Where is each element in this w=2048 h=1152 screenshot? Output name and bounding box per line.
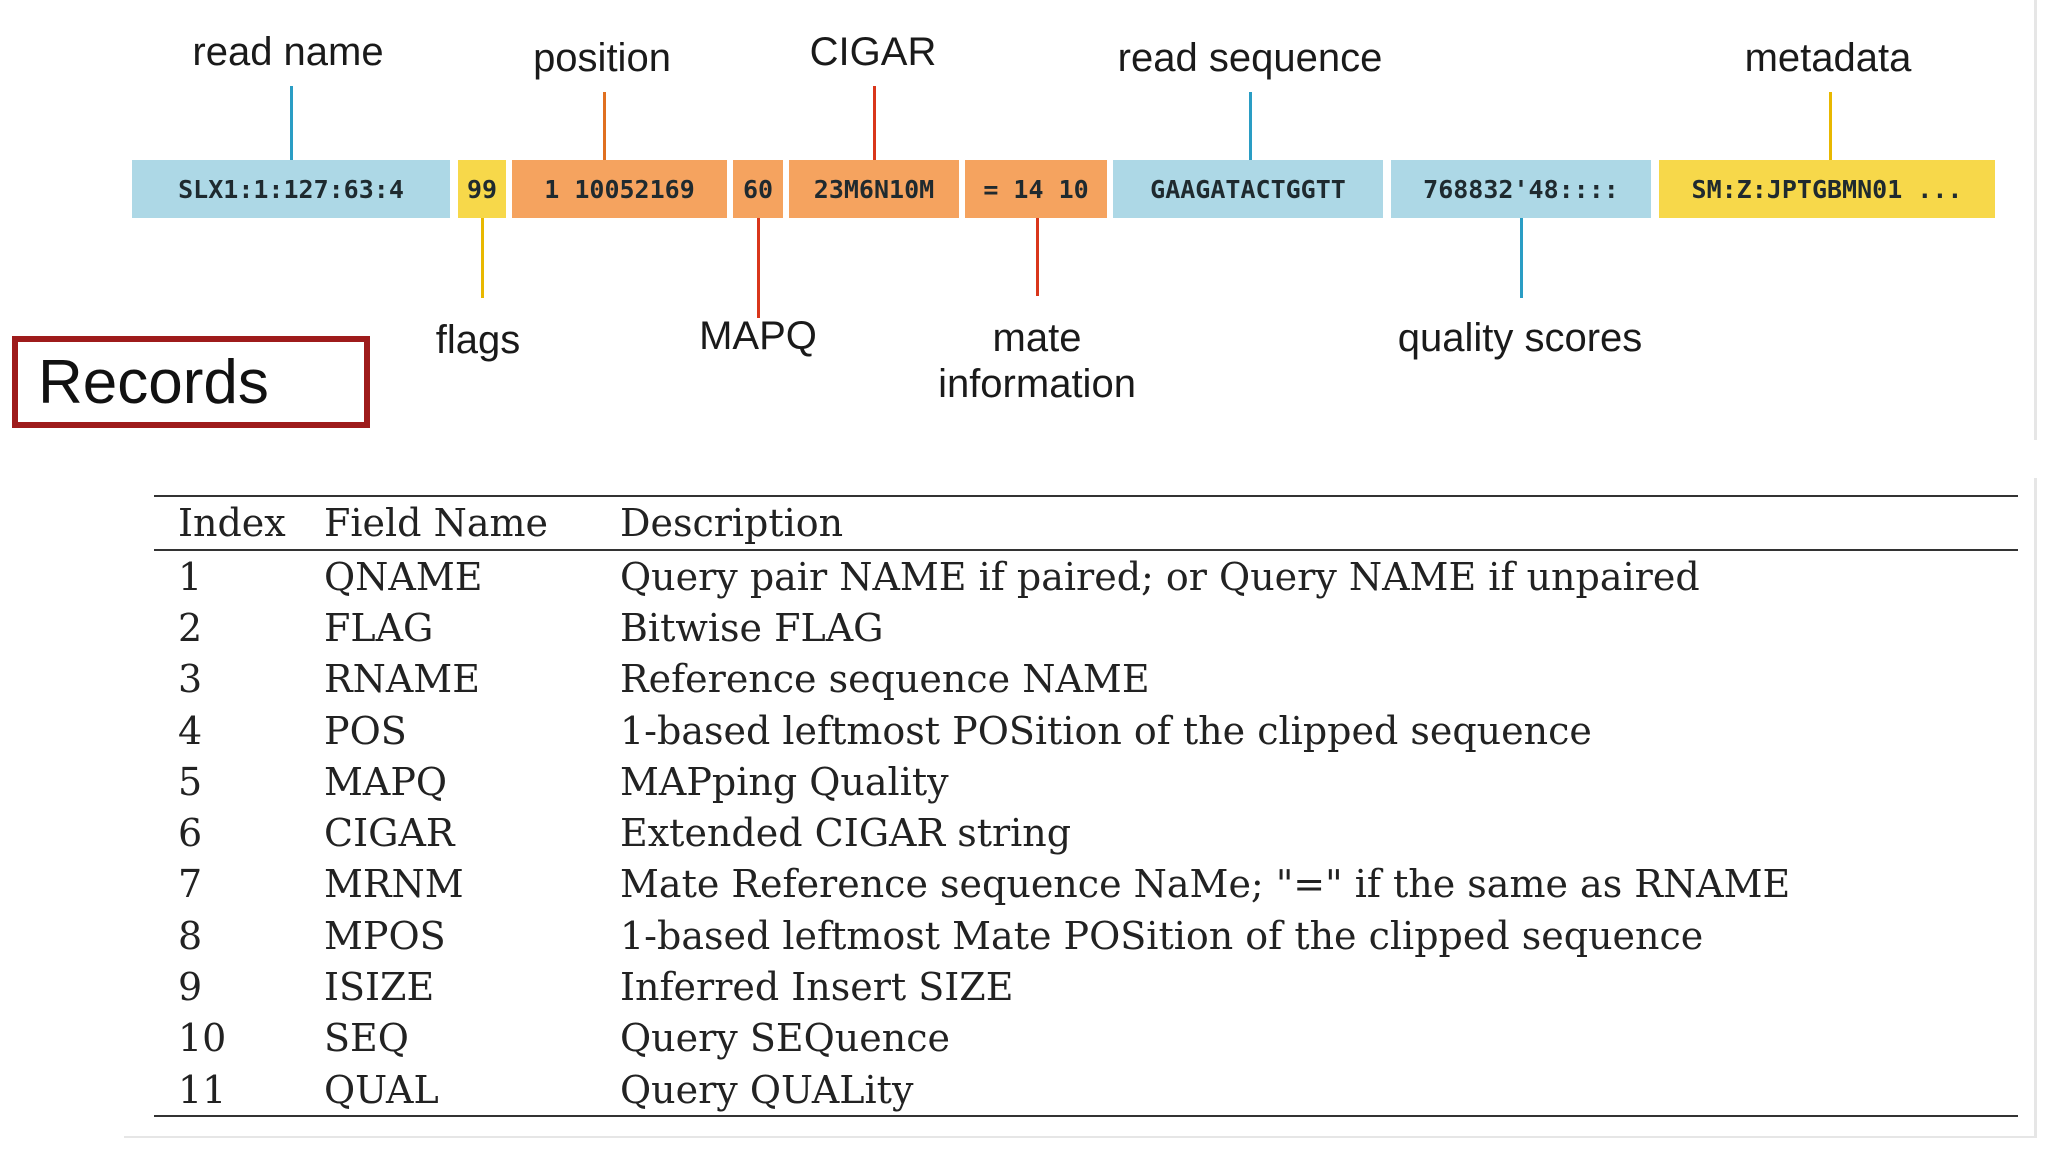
mate-label-line1: mate	[992, 316, 1082, 360]
flags-field: 99	[458, 160, 506, 218]
metadata-label: metadata	[1744, 36, 1912, 80]
table-row: 3 RNAME Reference sequence NAME	[154, 654, 2018, 705]
row-index: 1	[178, 554, 203, 599]
position-leader	[603, 92, 606, 160]
records-title: Records	[12, 336, 370, 428]
table-header-rule	[154, 549, 2018, 551]
right-frame-edge	[2034, 0, 2037, 440]
row-index: 3	[178, 657, 203, 702]
mate-field: = 14 10	[965, 160, 1107, 218]
row-field-name: RNAME	[324, 657, 480, 702]
row-description: Query QUALity	[620, 1067, 914, 1112]
table-row: 9 ISIZE Inferred Insert SIZE	[154, 961, 2018, 1012]
row-field-name: POS	[324, 708, 407, 753]
mapq-field: 60	[733, 160, 783, 218]
flags-leader	[481, 218, 484, 298]
row-index: 9	[178, 965, 203, 1010]
table-row: 4 POS 1-based leftmost POSition of the cli…	[154, 705, 2018, 756]
row-description: 1-based leftmost Mate POSition of the cl…	[620, 913, 1704, 958]
quality-field: 768832'48::::	[1391, 160, 1651, 218]
quality-scores-label: quality scores	[1397, 316, 1643, 360]
row-index: 11	[178, 1067, 227, 1112]
metadata-field: SM:Z:JPTGBMN01 ...	[1659, 160, 1995, 218]
row-field-name: MRNM	[324, 862, 464, 907]
row-field-name: QUAL	[324, 1067, 439, 1112]
row-index: 6	[178, 811, 203, 856]
read-sequence-field: GAAGATACTGGTT	[1113, 160, 1383, 218]
position-label: position	[533, 36, 671, 80]
row-index: 5	[178, 759, 203, 804]
header-index: Index	[178, 501, 286, 545]
table-row: 2 FLAG Bitwise FLAG	[154, 602, 2018, 653]
row-index: 8	[178, 913, 203, 958]
row-field-name: FLAG	[324, 605, 434, 650]
sam-record-diagram: read name position CIGAR read sequence m…	[0, 0, 2048, 450]
row-description: Mate Reference sequence NaMe; "=" if the…	[620, 862, 1791, 907]
row-field-name: SEQ	[324, 1016, 409, 1061]
row-description: Query SEQuence	[620, 1016, 950, 1061]
table-header-row: Index Field Name Description	[154, 497, 2018, 549]
position-field: 1 10052169	[512, 160, 727, 218]
header-description: Description	[620, 501, 844, 545]
row-description: Inferred Insert SIZE	[620, 965, 1014, 1010]
cigar-label: CIGAR	[809, 30, 937, 74]
row-index: 4	[178, 708, 203, 753]
table-row: 1 QNAME Query pair NAME if paired; or Quer…	[154, 551, 2018, 602]
table-row: 6 CIGAR Extended CIGAR string	[154, 807, 2018, 858]
mate-label-line2: information	[938, 362, 1136, 406]
mapq-label: MAPQ	[699, 314, 817, 358]
right-frame-edge-lower	[2034, 478, 2037, 1138]
table-row: 11 QUAL Query QUALity	[154, 1064, 2018, 1115]
table-row: 10 SEQ Query SEQuence	[154, 1013, 2018, 1064]
row-description: Reference sequence NAME	[620, 657, 1150, 702]
row-description: 1-based leftmost POSition of the clipped…	[620, 708, 1592, 753]
read-name-label: read name	[192, 30, 384, 74]
table-top-rule	[154, 495, 2018, 497]
row-field-name: MAPQ	[324, 759, 448, 804]
row-field-name: MPOS	[324, 913, 446, 958]
cigar-leader	[873, 86, 876, 160]
read-sequence-label: read sequence	[1117, 36, 1383, 80]
read-name-leader	[290, 86, 293, 160]
table-row: 8 MPOS 1-based leftmost Mate POSition of t…	[154, 910, 2018, 961]
row-index: 7	[178, 862, 203, 907]
table-row: 7 MRNM Mate Reference sequence NaMe; "=" i…	[154, 859, 2018, 910]
quality-leader	[1520, 218, 1523, 298]
flags-label: flags	[435, 318, 521, 362]
records-title-text: Records	[38, 347, 269, 417]
row-description: Extended CIGAR string	[620, 811, 1072, 856]
mate-leader	[1036, 218, 1039, 296]
row-description: Query pair NAME if paired; or Query NAME…	[620, 554, 1700, 599]
bottom-frame-edge	[124, 1136, 2034, 1138]
read-sequence-leader	[1249, 92, 1252, 160]
row-description: MAPping Quality	[620, 759, 949, 804]
row-index: 10	[178, 1016, 227, 1061]
table-bottom-rule	[154, 1115, 2018, 1118]
row-field-name: QNAME	[324, 554, 483, 599]
metadata-leader	[1829, 92, 1832, 160]
row-description: Bitwise FLAG	[620, 605, 884, 650]
sam-fields-table: Index Field Name Description 1 QNAME Query…	[154, 495, 2018, 1118]
cigar-field: 23M6N10M	[789, 160, 959, 218]
mapq-leader	[757, 218, 760, 318]
read-name-field: SLX1:1:127:63:4	[132, 160, 450, 218]
row-index: 2	[178, 605, 203, 650]
table-body: 1 QNAME Query pair NAME if paired; or Quer…	[154, 551, 2018, 1115]
header-field-name: Field Name	[324, 501, 548, 545]
row-field-name: ISIZE	[324, 965, 435, 1010]
row-field-name: CIGAR	[324, 811, 455, 856]
table-row: 5 MAPQ MAPping Quality	[154, 756, 2018, 807]
